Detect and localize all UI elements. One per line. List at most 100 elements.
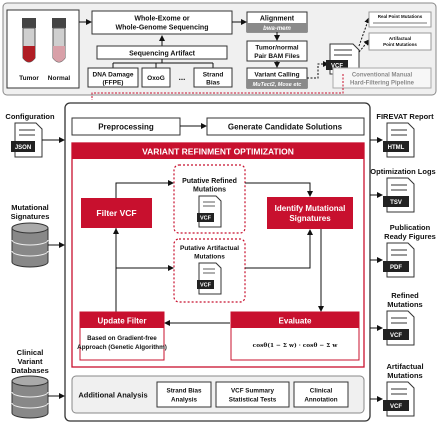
filter-vcf-label: Filter VCF xyxy=(96,208,136,218)
vcf-summary-2: Statistical Tests xyxy=(229,397,277,404)
normal-label: Normal xyxy=(48,75,71,82)
strand-bias-label-2: Bias xyxy=(206,80,220,87)
putative-refined-label-2: Mutations xyxy=(193,187,226,194)
strand-bias-box xyxy=(193,67,233,88)
vcf-doc-label: VCF xyxy=(331,64,343,70)
json-label: JSON xyxy=(15,145,31,151)
strand-bias-label-1: Strand xyxy=(203,72,224,79)
evaluate-title: Evaluate xyxy=(279,317,312,326)
refined-vcf-doc-icon xyxy=(197,195,222,228)
additional-analysis-label: Additional Analysis xyxy=(78,391,147,400)
update-filter-title-bar xyxy=(80,312,164,328)
formula-part-a: cosθ xyxy=(253,343,268,349)
tsv-document-icon xyxy=(383,177,415,213)
evaluate-title-bar xyxy=(231,312,359,328)
mutational-database-icon xyxy=(11,222,49,268)
clinical-db-label-1: Clinical xyxy=(17,348,44,357)
putative-refined-label-1: Putative Refined xyxy=(182,178,237,185)
evaluate-formula: cosθ(1 − Σ w) · cosθ − Σ w xyxy=(253,342,339,349)
update-filter-desc-1: Based on Gradient-free xyxy=(87,335,157,342)
preprocessing-label: Preprocessing xyxy=(98,123,154,132)
generate-candidates-box xyxy=(206,117,365,136)
firevat-report-label: FIREVAT Report xyxy=(376,112,434,121)
mutational-sig-label-2: Signatures xyxy=(11,212,50,221)
tumor-label: Tumor xyxy=(19,75,39,82)
clinical-annotation-1: Clinical xyxy=(310,388,333,395)
filter-vcf-box xyxy=(81,198,152,228)
vro-title: VARIANT REFINMENT OPTIMIZATION xyxy=(142,147,294,157)
ellipsis-label: ... xyxy=(179,73,186,82)
strand-bias-analysis-1: Strand Bias xyxy=(167,388,202,395)
update-filter-desc-2: Approach (Genetic Algorithm) xyxy=(77,344,167,351)
optimization-logs-label: Optimization Logs xyxy=(370,167,435,176)
vcf-document-icon xyxy=(326,43,360,75)
variant-calling-label: Variant Calling xyxy=(254,72,299,79)
sequencing-title-1: Whole-Exome or xyxy=(134,16,190,23)
dna-damage-box xyxy=(87,67,139,88)
alignment-tool-label: bwa-mem xyxy=(263,26,291,32)
refined-to-identify-arrow xyxy=(245,182,313,197)
manual-pipeline-label-2: Hard-Filtering Pipeline xyxy=(350,81,415,87)
refined-vcf-label: VCF xyxy=(200,216,212,222)
alignment-label: Alignment xyxy=(260,16,295,23)
refined-output-vcf-label: VCF xyxy=(390,333,402,339)
artifactual-vcf-label: VCF xyxy=(200,283,212,289)
vcf-to-artifactual-line xyxy=(358,39,370,53)
artifactual-output-vcf-icon xyxy=(383,381,415,417)
normal-tube-icon xyxy=(52,18,66,63)
manual-pipeline-label-1: Conventional Manual xyxy=(352,73,413,79)
artifactual-point-label-1: Artifactual xyxy=(389,36,411,41)
clinical-database-icon xyxy=(11,375,49,419)
clinical-annotation-2: Annotation xyxy=(304,397,337,404)
formula-part-c: ) · cosθ xyxy=(294,342,317,349)
html-label: HTML xyxy=(388,145,405,151)
formula-part-b: (1 − Σ w xyxy=(267,342,295,349)
sequencing-artifact-label: Sequencing Artifact xyxy=(129,51,196,58)
identify-signatures-box xyxy=(267,197,353,229)
artifactual-output-label-1: Artifactual xyxy=(386,362,423,371)
generate-candidates-label: Generate Candidate Solutions xyxy=(228,123,343,132)
refined-output-vcf-icon xyxy=(383,310,415,346)
identify-signatures-label-2: Signatures xyxy=(289,214,331,223)
strand-bias-analysis-box xyxy=(156,381,212,408)
artifactual-output-label-2: Mutations xyxy=(387,371,422,380)
variant-calling-tool-label: MuTect2, Mose etc xyxy=(253,82,302,88)
artifactual-point-label-2: Point Mutations xyxy=(383,42,417,47)
pdf-label: PDF xyxy=(390,265,402,271)
identify-signatures-label-1: Identify Mutational xyxy=(275,204,346,213)
vro-title-bar xyxy=(72,143,364,159)
putative-artifactual-label-2: Mutations xyxy=(194,254,225,261)
update-filter-title: Update Filter xyxy=(98,317,147,326)
vcf-to-real-line xyxy=(358,17,371,47)
clinical-db-label-3: Databases xyxy=(11,366,49,375)
refined-output-label-2: Mutations xyxy=(387,300,422,309)
bam-files-label-2: Pair BAM Files xyxy=(254,53,300,60)
clinical-db-label-2: Variant xyxy=(17,357,43,366)
putative-artifactual-label-1: Putative Artifactual xyxy=(180,245,239,252)
json-document-icon xyxy=(11,122,43,158)
strand-bias-analysis-2: Analysis xyxy=(171,397,197,404)
publication-label-2: Ready Figures xyxy=(384,232,436,241)
dna-damage-label-2: (FFPE) xyxy=(103,80,124,87)
vcf-to-core-connector xyxy=(91,74,344,100)
mutational-sig-label-1: Mutational xyxy=(11,203,49,212)
configuration-label: Configuration xyxy=(5,112,55,121)
artifactual-output-vcf-label: VCF xyxy=(390,404,402,410)
refined-output-label-1: Refined xyxy=(391,291,419,300)
real-mutations-label: Real Point Mutations xyxy=(378,14,423,19)
pdf-document-icon xyxy=(383,242,415,278)
clinical-annotation-box xyxy=(293,381,349,408)
vcf-summary-1: VCF Summary xyxy=(231,388,275,395)
html-document-icon xyxy=(383,122,415,158)
publication-label-1: Publication xyxy=(390,223,431,232)
filter-to-refined-arrow xyxy=(115,180,174,198)
oxog-label: OxoG xyxy=(147,75,165,82)
oxog-box xyxy=(141,67,171,88)
artifactual-point-box xyxy=(368,32,432,51)
variant-calling-tool-band xyxy=(247,79,307,88)
bam-files-label-1: Tumor/normal xyxy=(255,45,298,52)
artifactual-to-identify-arrow xyxy=(245,229,313,269)
manual-pipeline-box xyxy=(332,67,432,89)
vcf-summary-box xyxy=(215,381,290,408)
